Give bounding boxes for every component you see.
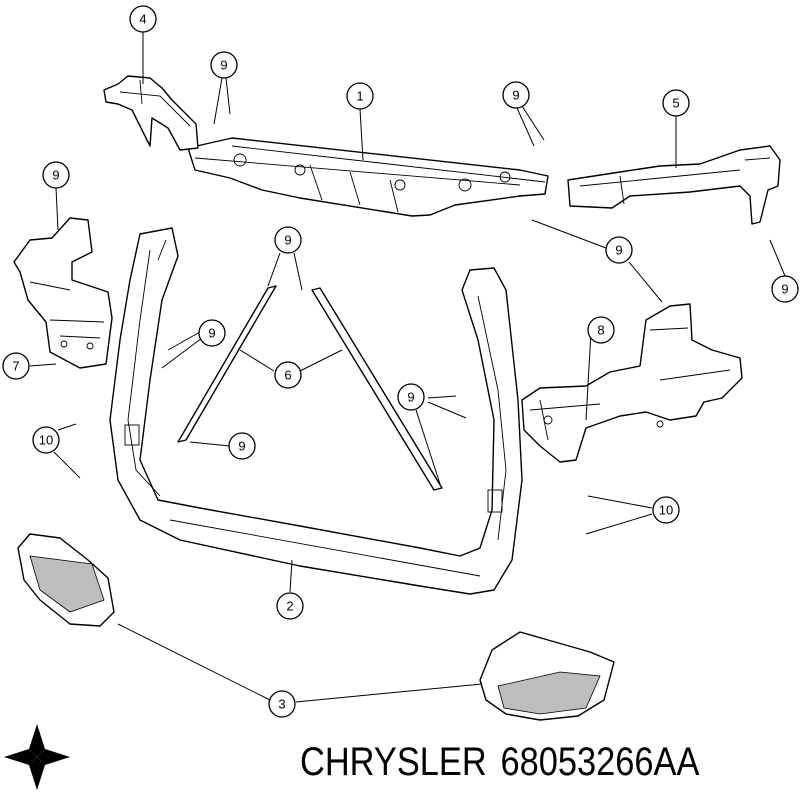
svg-text:9: 9 [52,168,59,183]
part-caption: CHRYSLER 68053266AA [300,735,726,790]
svg-text:8: 8 [597,323,604,338]
svg-text:3: 3 [278,697,285,712]
svg-text:9: 9 [238,439,245,454]
left-air-deflector-part [17,533,115,627]
svg-text:9: 9 [220,58,227,73]
callout-9-braces-top: 9 [274,226,302,254]
svg-text:9: 9 [781,282,788,297]
left-lower-bracket-part [13,217,113,369]
brand-name: CHRYSLER [300,740,487,784]
callout-9-left-frame: 9 [198,319,226,347]
left-upper-bracket-part [103,75,199,151]
svg-text:6: 6 [284,368,291,383]
callout-3: 3 [268,690,296,718]
callout-9-left-bracket: 9 [42,161,70,189]
callout-2: 2 [276,592,304,620]
callout-9-right-frame: 9 [397,383,425,411]
callout-8: 8 [587,316,615,344]
callout-5: 5 [662,89,690,117]
upper-crossmember-part [187,137,549,217]
radiator-frame-part [109,227,523,595]
part-number: 68053266AA [500,740,700,784]
callout-9-brace-bottom: 9 [228,432,256,460]
callout-9-top-right: 9 [502,81,530,109]
svg-text:1: 1 [356,89,363,104]
right-upper-bracket-part [567,145,781,225]
callout-9-far-right: 9 [771,275,799,303]
brace-rods-part [177,285,443,491]
callout-10-left: 10 [32,426,60,454]
callout-10-right: 10 [652,496,680,524]
svg-text:7: 7 [12,359,19,374]
callout-4: 4 [129,5,157,33]
svg-text:9: 9 [407,390,414,405]
callout-1: 1 [346,82,374,110]
svg-text:9: 9 [512,88,519,103]
svg-text:9: 9 [615,243,622,258]
right-air-deflector-part [479,631,615,721]
svg-text:2: 2 [286,599,293,614]
callout-9-top-left: 9 [210,51,238,79]
svg-text:9: 9 [284,233,291,248]
chrysler-pentastar-icon [4,724,70,790]
svg-text:9: 9 [208,326,215,341]
svg-text:5: 5 [672,96,679,111]
svg-text:10: 10 [39,433,53,448]
right-lower-bracket-part [521,303,743,463]
callout-9-right-middle: 9 [605,236,633,264]
callout-7: 7 [2,352,30,380]
callout-6: 6 [274,361,302,389]
svg-text:4: 4 [139,12,146,27]
leader-lines [29,32,786,703]
svg-text:10: 10 [659,503,673,518]
